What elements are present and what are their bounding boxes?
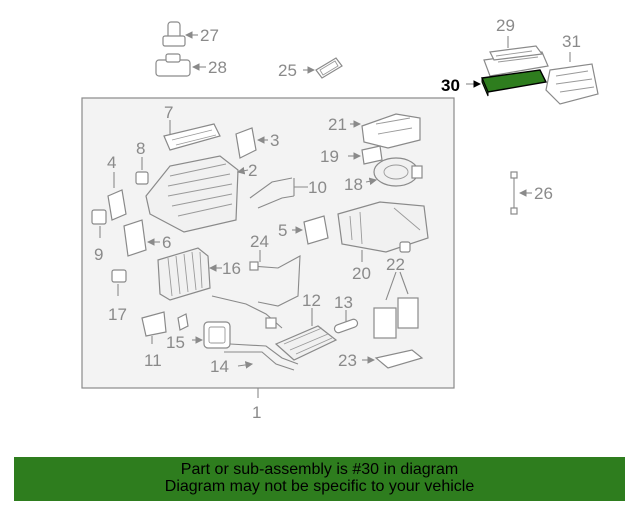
leader-22: [385, 271, 409, 301]
part-25-gasket[interactable]: [315, 57, 343, 79]
callout-23[interactable]: 23: [338, 351, 357, 370]
callout-13[interactable]: 13: [334, 293, 353, 312]
part-11-bracket[interactable]: [141, 311, 189, 337]
callout-4[interactable]: 4: [107, 153, 116, 172]
part-10-drain-tube[interactable]: [249, 177, 295, 209]
part-26-sensor-wire[interactable]: [510, 171, 518, 215]
part-17-sensor[interactable]: [111, 269, 127, 283]
callout-14[interactable]: 14: [210, 357, 229, 376]
part-13-seal[interactable]: [333, 318, 359, 334]
part-8-actuator[interactable]: [135, 171, 149, 185]
callout-5[interactable]: 5: [278, 221, 287, 240]
callout-18[interactable]: 18: [344, 175, 363, 194]
part-29-filter-housing[interactable]: [483, 45, 549, 77]
callout-27[interactable]: 27: [200, 26, 219, 45]
callout-17[interactable]: 17: [108, 305, 127, 324]
part-7-cover[interactable]: [163, 123, 221, 151]
part-18-blower-motor[interactable]: [373, 157, 423, 187]
callout-10[interactable]: 10: [308, 178, 327, 197]
part-20-blower-housing[interactable]: [337, 201, 429, 253]
info-banner: Part or sub-assembly is #30 in diagram D…: [14, 457, 625, 501]
part-14-pipe[interactable]: [224, 343, 299, 371]
callout-28[interactable]: 28: [208, 58, 227, 77]
part-27-sensor[interactable]: [162, 21, 186, 47]
part-22-filter[interactable]: [373, 241, 419, 339]
part-31-filter-door[interactable]: [545, 63, 599, 105]
part-9-clip[interactable]: [91, 209, 107, 225]
part-23-tray[interactable]: [374, 349, 424, 369]
leader-10: [293, 178, 308, 196]
callout-11[interactable]: 11: [144, 351, 162, 370]
callout-9[interactable]: 9: [94, 245, 103, 264]
callout-29[interactable]: 29: [496, 16, 515, 35]
callout-20[interactable]: 20: [352, 264, 371, 283]
callout-12[interactable]: 12: [302, 291, 321, 310]
callout-2[interactable]: 2: [248, 161, 257, 180]
callout-22[interactable]: 22: [386, 255, 405, 274]
banner-line-1: Part or sub-assembly is #30 in diagram: [180, 461, 459, 478]
callout-25[interactable]: 25: [278, 61, 297, 80]
callout-7[interactable]: 7: [164, 103, 173, 122]
leader-2: [236, 166, 249, 175]
part-6-seal[interactable]: [123, 219, 147, 257]
leader-18: [365, 177, 378, 186]
part-30-cabin-filter[interactable]: [480, 69, 548, 97]
part-3-bracket[interactable]: [235, 127, 257, 159]
part-5-actuator[interactable]: [303, 215, 329, 245]
part-19-resistor[interactable]: [361, 145, 383, 165]
part-2-hvac-case[interactable]: [145, 155, 239, 233]
callout-24[interactable]: 24: [250, 232, 269, 251]
callout-6[interactable]: 6: [162, 233, 171, 252]
callout-3[interactable]: 3: [270, 131, 279, 150]
callout-15[interactable]: 15: [166, 333, 185, 352]
callout-16[interactable]: 16: [222, 259, 241, 278]
banner-line-2: Diagram may not be specific to your vehi…: [164, 478, 475, 495]
callout-31[interactable]: 31: [562, 32, 581, 51]
part-12-heater-core[interactable]: [274, 325, 338, 361]
part-28-actuator[interactable]: [155, 53, 191, 77]
part-4-bracket[interactable]: [107, 189, 127, 221]
part-21-duct[interactable]: [361, 113, 421, 149]
callout-21[interactable]: 21: [328, 115, 347, 134]
callout-30[interactable]: 30: [441, 76, 460, 95]
leader-14: [237, 361, 254, 369]
callout-8[interactable]: 8: [136, 139, 145, 158]
callout-1[interactable]: 1: [252, 403, 261, 422]
part-15-seal[interactable]: [203, 321, 231, 349]
callout-26[interactable]: 26: [534, 184, 553, 203]
part-16-evaporator[interactable]: [157, 247, 211, 301]
callout-19[interactable]: 19: [320, 147, 339, 166]
part-24-wire-harness[interactable]: [211, 255, 301, 329]
